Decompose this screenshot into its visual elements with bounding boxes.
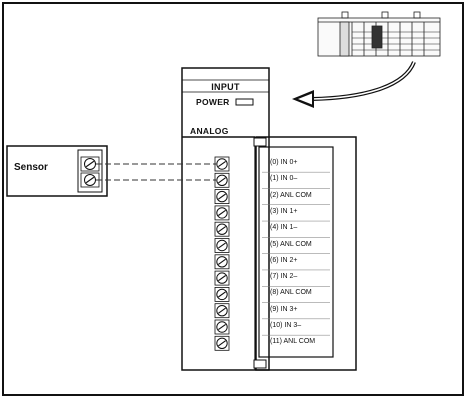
module-title: INPUT [211, 82, 240, 92]
terminal-label: (4) IN 1– [270, 224, 298, 232]
terminal-screw-icon [216, 305, 228, 317]
sensor-screw-icon [84, 158, 96, 170]
terminal-screw-icon [216, 288, 228, 301]
terminal-label: (11) ANL COM [270, 338, 316, 346]
terminal-screw-icon [216, 158, 228, 170]
terminal-screw-icon [216, 207, 228, 219]
terminal-block [214, 303, 230, 319]
terminal-screw-icon [216, 239, 228, 252]
terminal-screw-icon [216, 223, 228, 235]
analog-label: ANALOG [190, 126, 229, 136]
terminal-label: (5) ANL COM [270, 240, 312, 248]
terminal-label: (8) ANL COM [270, 289, 312, 297]
terminal-block [214, 286, 230, 302]
terminal-block [214, 205, 230, 221]
power-label: POWER [196, 97, 230, 107]
sensor-screw-icon [84, 174, 96, 186]
terminal-screw-icon [216, 337, 228, 349]
terminal-label: (1) IN 0– [270, 175, 298, 183]
terminal-block [214, 319, 230, 335]
sensor-label: Sensor [14, 162, 48, 173]
terminal-label: (3) IN 1+ [270, 207, 298, 215]
terminal-label: (7) IN 2– [270, 273, 298, 281]
terminal-screw-icon [216, 256, 228, 268]
sensor-box [6, 145, 108, 197]
terminal-screw-icon [216, 190, 228, 203]
terminal-block [214, 254, 230, 270]
terminal-label-separators [262, 171, 330, 336]
terminal-screw-icon [216, 321, 228, 333]
terminal-label: (0) IN 0+ [270, 159, 298, 166]
analog-input-module [181, 67, 357, 371]
terminal-block [214, 221, 230, 237]
curved-arrow [292, 61, 416, 108]
terminal-label: (6) IN 2+ [270, 256, 298, 264]
terminal-screw-icon [216, 272, 228, 284]
image-frame [2, 2, 464, 396]
power-led-icon [235, 98, 254, 106]
terminal-block [214, 156, 230, 172]
terminal-block [214, 335, 230, 351]
terminal-label: (2) ANL COM [270, 191, 312, 199]
terminal-screw-icon [216, 174, 228, 187]
terminal-block [214, 189, 230, 205]
terminal-label: (9) IN 3+ [270, 305, 298, 313]
terminal-block [214, 238, 230, 253]
terminal-block [214, 172, 230, 188]
terminal-block [214, 270, 230, 286]
plc-rack-illustration [317, 11, 441, 57]
terminal-label: (10) IN 3– [270, 322, 302, 329]
sensor-wires [96, 163, 216, 181]
